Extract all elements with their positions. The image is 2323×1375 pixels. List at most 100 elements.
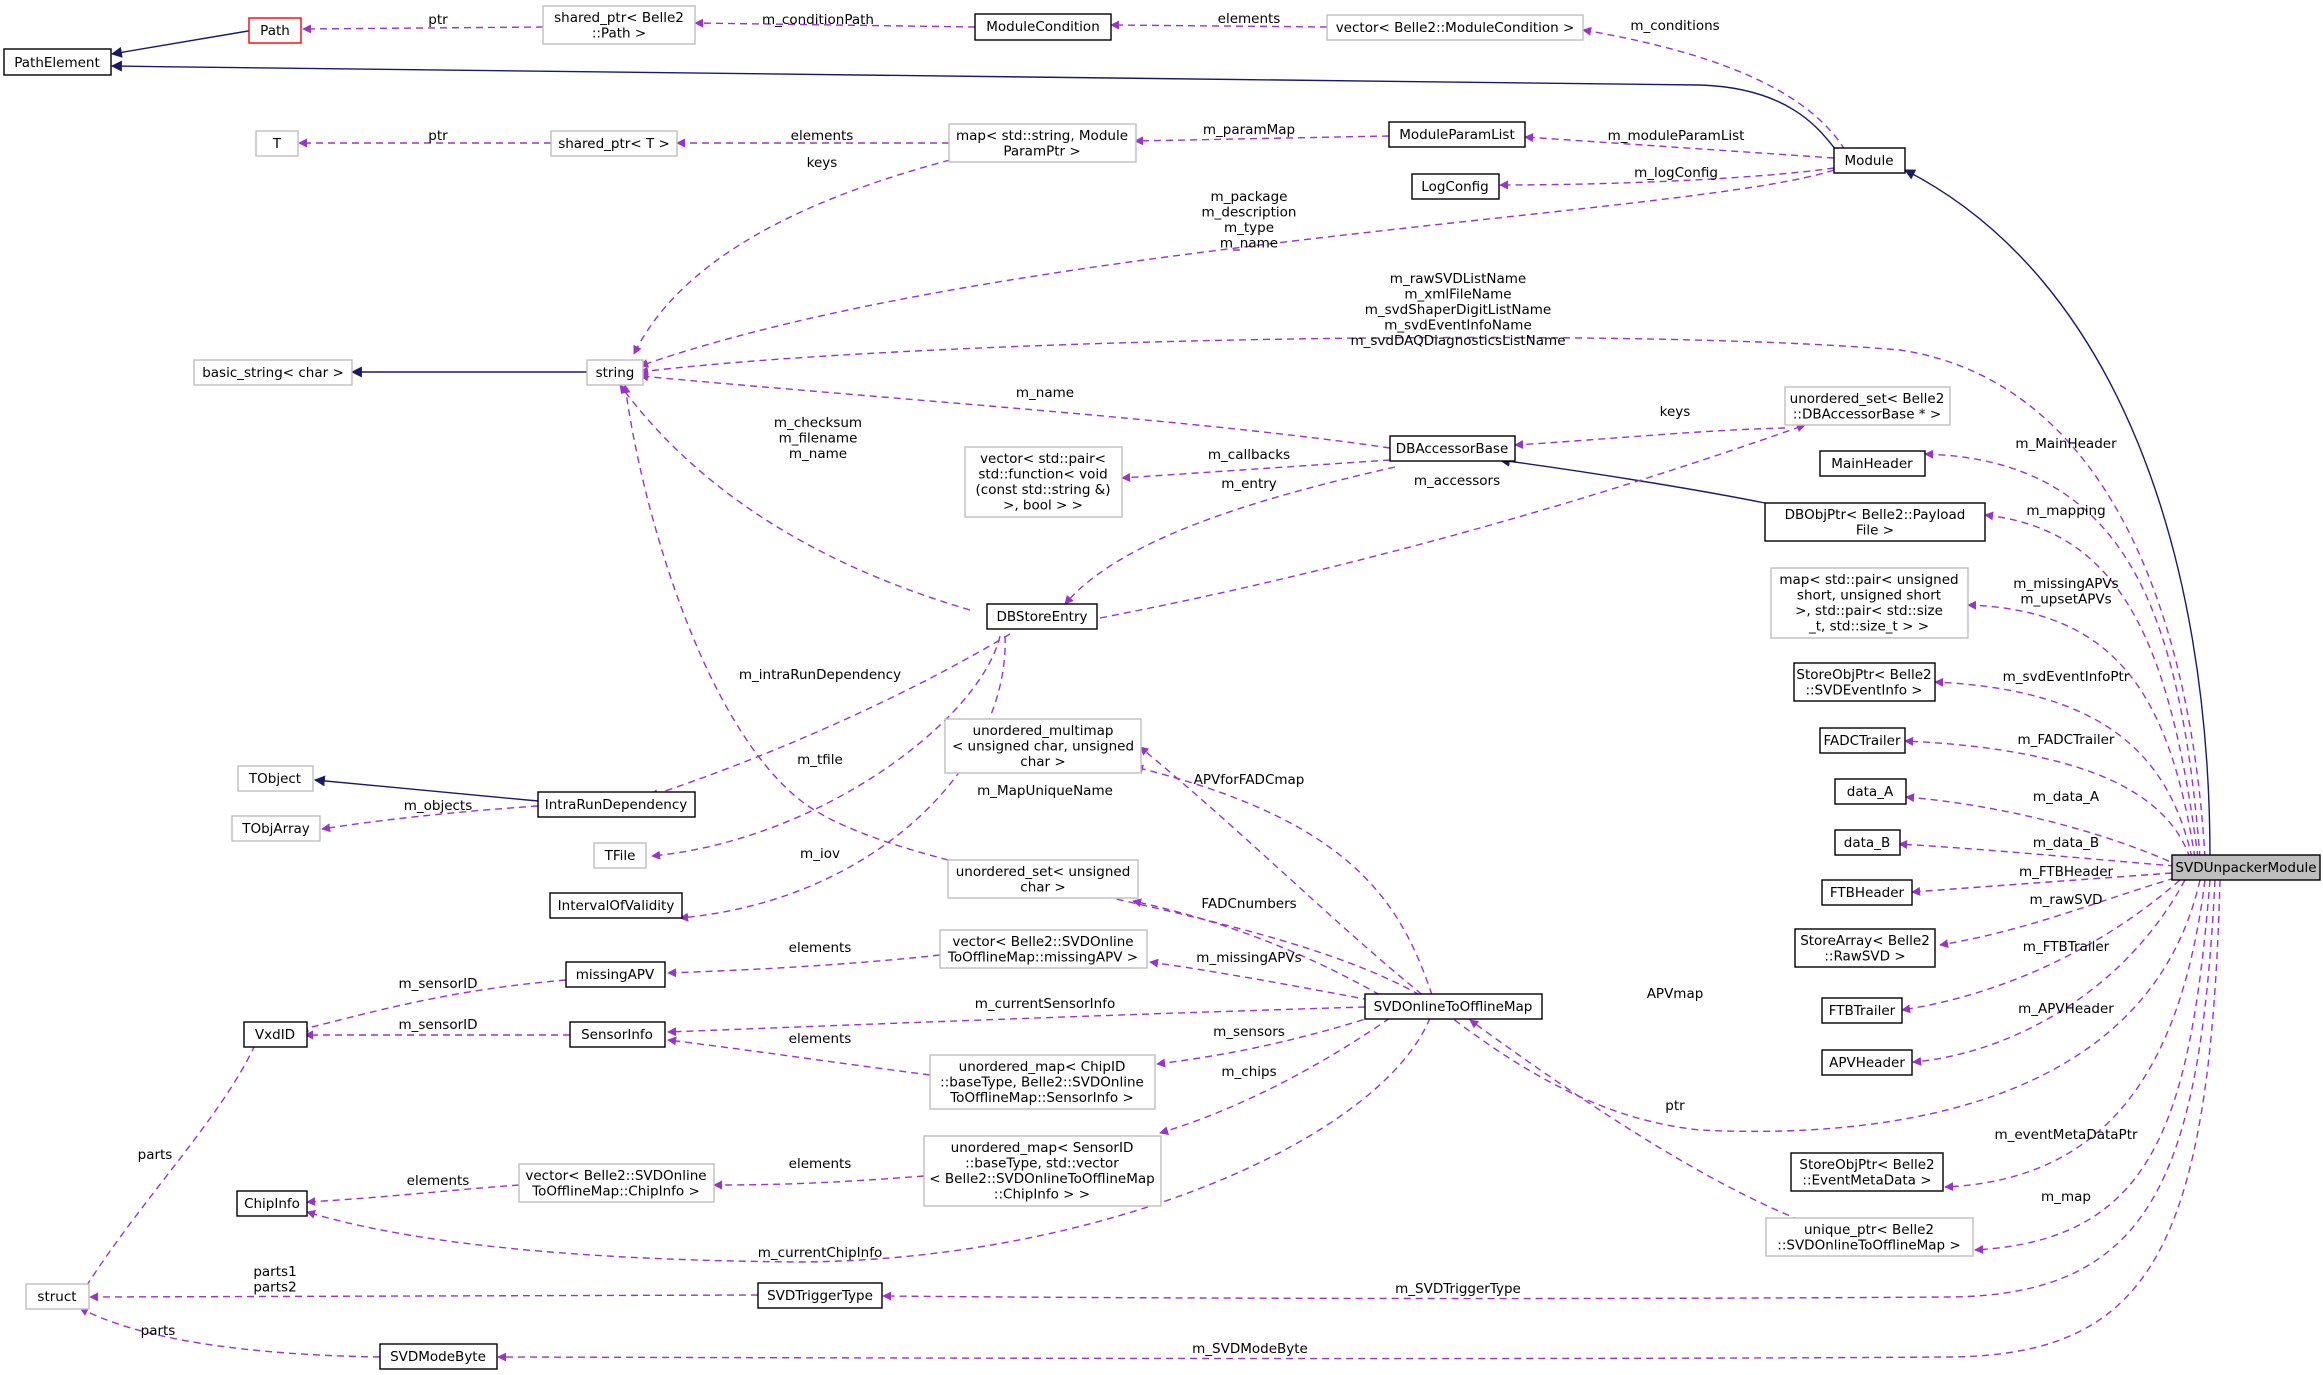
edge-intrarun-objects: [321, 805, 539, 833]
node-mainheader[interactable]: MainHeader: [1819, 450, 1926, 477]
edge-label-m-data-b: m_data_B: [2033, 835, 2099, 851]
edge-unorderedset-keys: [1514, 427, 1786, 450]
edge-label-parts-mode: parts: [141, 1323, 176, 1339]
node-unique-ptr-label: unique_ptr< Belle2::SVDOnlineToOfflineMa…: [1777, 1222, 1960, 1254]
node-storeobjptr-eventmetadata[interactable]: StoreObjPtr< Belle2::EventMetaData >: [1790, 1152, 1944, 1192]
node-storeobjptr-eventmetadata-label: StoreObjPtr< Belle2::EventMetaData >: [1799, 1157, 1934, 1189]
node-path[interactable]: Path: [248, 17, 302, 44]
edge-module-strings: [639, 169, 1835, 368]
node-dbaccessorbase[interactable]: DBAccessorBase: [1389, 435, 1516, 462]
edge-label-cond-elements: elements: [1218, 11, 1281, 27]
edge-label-unpacker-strings-line: m_xmlFileName: [1404, 287, 1511, 303]
edge-label-m-objects-line: m_objects: [404, 798, 473, 814]
node-dbstoreentry[interactable]: DBStoreEntry: [986, 603, 1098, 630]
edge-label-m-logconfig: m_logConfig: [1634, 165, 1718, 181]
node-vector-pair-function-label-line: vector< std::pair<: [980, 451, 1106, 467]
edge-vxdid-parts: [79, 1044, 256, 1297]
node-string: string: [586, 359, 644, 386]
node-ftbtrailer[interactable]: FTBTrailer: [1821, 997, 1903, 1024]
node-sensorinfo[interactable]: SensorInfo: [569, 1021, 666, 1048]
node-intrarundependency[interactable]: IntraRunDependency: [537, 791, 696, 818]
node-string-label-line: string: [596, 365, 635, 381]
node-path-label-line: Path: [260, 23, 290, 39]
node-pathelement[interactable]: PathElement: [3, 48, 112, 76]
edge-label-m-fadctrailer-line: m_FADCTrailer: [2018, 732, 2115, 748]
edge-label-conditionpath: m_conditionPath: [762, 12, 874, 28]
edge-label-m-name: m_name: [1016, 385, 1074, 401]
node-vxdid[interactable]: VxdID: [243, 1021, 308, 1048]
edge-label-dbset-keys-line: keys: [1660, 404, 1691, 420]
node-path-label: Path: [260, 23, 290, 39]
edge-label-m-missing-upset-line: m_upsetAPVs: [2020, 592, 2111, 608]
edge-unpacker-svdmodebyte: [497, 879, 2221, 1362]
edge-dbaccessor-callbacks: [1121, 459, 1391, 482]
node-missingapv[interactable]: missingAPV: [565, 961, 666, 988]
edge-label-m-sensorid-1-line: m_sensorID: [398, 976, 477, 992]
node-modulecondition-label-line: ModuleCondition: [986, 19, 1100, 35]
edge-label-module-strings-line: m_package: [1211, 189, 1288, 205]
node-svdtriggertype[interactable]: SVDTriggerType: [757, 1282, 883, 1309]
node-storeobjptr-svdeventinfo[interactable]: StoreObjPtr< Belle2::SVDEventInfo >: [1793, 662, 1936, 702]
edge-label-m-accessors: m_accessors: [1414, 473, 1500, 489]
node-vector-chipinfo-label-line: vector< Belle2::SVDOnline: [525, 1168, 706, 1184]
edge-module-moduleparamlist: [1524, 133, 1835, 159]
edge-label-m-logconfig-line: m_logConfig: [1634, 165, 1718, 181]
node-svdonlinetoofflinemap[interactable]: SVDOnlineToOfflineMap: [1364, 993, 1543, 1020]
edge-label-m-intrarundependency-line: m_intraRunDependency: [739, 667, 901, 683]
edge-label-module-strings-line: m_type: [1224, 220, 1274, 236]
edge-label-m-data-b-line: m_data_B: [2033, 835, 2099, 851]
node-ftbheader[interactable]: FTBHeader: [1821, 879, 1913, 906]
node-unordered-map-chip-label-line: ::baseType, Belle2::SVDOnline: [940, 1075, 1144, 1091]
node-logconfig[interactable]: LogConfig: [1411, 173, 1500, 200]
node-module[interactable]: Module: [1833, 147, 1906, 174]
edge-modulecondition-conditionpath: [694, 18, 976, 28]
node-unique-ptr-label-line: ::SVDOnlineToOfflineMap >: [1777, 1238, 1960, 1254]
nodes: PathElement Path shared_ptr< Belle2::Pat…: [3, 5, 2321, 1370]
node-chipinfo[interactable]: ChipInfo: [236, 1190, 308, 1217]
edge-label-m-apvheader: m_APVHeader: [2018, 1001, 2114, 1017]
node-t: T: [255, 130, 299, 157]
node-unordered-multimap-label-line: unordered_multimap: [973, 723, 1114, 739]
node-intervalofvalidity[interactable]: IntervalOfValidity: [549, 892, 683, 919]
edge-unpacker-data-a: [1905, 793, 2181, 867]
edge-unpacker-svdtriggertype: [882, 879, 2216, 1301]
edge-svdmap-currentsensorinfo: [667, 1006, 1366, 1037]
node-data-b[interactable]: data_B: [1834, 829, 1901, 856]
edge-label-m-conditions: m_conditions: [1630, 18, 1719, 34]
node-storearray-rawsvd-label: StoreArray< Belle2::RawSVD >: [1800, 933, 1930, 965]
node-data-a[interactable]: data_A: [1834, 778, 1907, 805]
edge-path-inherits-pathelement: [110, 29, 255, 58]
edge-unpacker-mainheader: [1924, 449, 2201, 859]
edge-label-m-eventmetadataptr-line: m_eventMetaDataPtr: [1994, 1127, 2138, 1143]
edge-label-m-svdmodebyte-line: m_SVDModeByte: [1192, 1341, 1308, 1357]
node-storearray-rawsvd[interactable]: StoreArray< Belle2::RawSVD >: [1794, 928, 1936, 968]
node-moduleparamlist[interactable]: ModuleParamList: [1388, 121, 1526, 148]
node-unordered-set-dbaccessor-label: unordered_set< Belle2::DBAccessorBase * …: [1790, 391, 1945, 423]
edge-label-m-moduleparamlist-line: m_moduleParamList: [1608, 128, 1745, 144]
node-ftbheader-label: FTBHeader: [1830, 885, 1905, 901]
node-fadctrailer[interactable]: FADCTrailer: [1819, 727, 1906, 754]
edge-unpacker-apvmap: [1139, 746, 2201, 1133]
node-unordered-multimap: unordered_multimap< unsigned char, unsig…: [944, 718, 1142, 774]
edge-label-parts-vxd: parts: [138, 1147, 173, 1163]
edge-label-unpacker-strings-line: m_rawSVDListName: [1390, 271, 1526, 287]
node-modulecondition[interactable]: ModuleCondition: [974, 13, 1112, 41]
edge-unpacker-svdeventinfoptr: [1934, 677, 2193, 859]
edge-label-apvmap: APVmap: [1647, 986, 1704, 1002]
node-apvheader[interactable]: APVHeader: [1821, 1049, 1913, 1076]
node-vector-pair-function-label-line: >, bool > >: [1003, 498, 1083, 514]
edge-label-m-svdtriggertype: m_SVDTriggerType: [1395, 1281, 1521, 1297]
edge-label-conditionpath-line: m_conditionPath: [762, 12, 874, 28]
edge-label-m-map: m_map: [2041, 1189, 2091, 1205]
node-svdunpackermodule[interactable]: SVDUnpackerModule: [2171, 854, 2321, 881]
edge-svdtriggertype-parts: [89, 1292, 759, 1302]
node-svdmodebyte[interactable]: SVDModeByte: [379, 1343, 498, 1370]
node-sensorinfo-label-line: SensorInfo: [581, 1027, 653, 1043]
node-tfile-label-line: TFile: [604, 848, 636, 864]
edge-vector-modcond-elements: [1110, 20, 1328, 30]
